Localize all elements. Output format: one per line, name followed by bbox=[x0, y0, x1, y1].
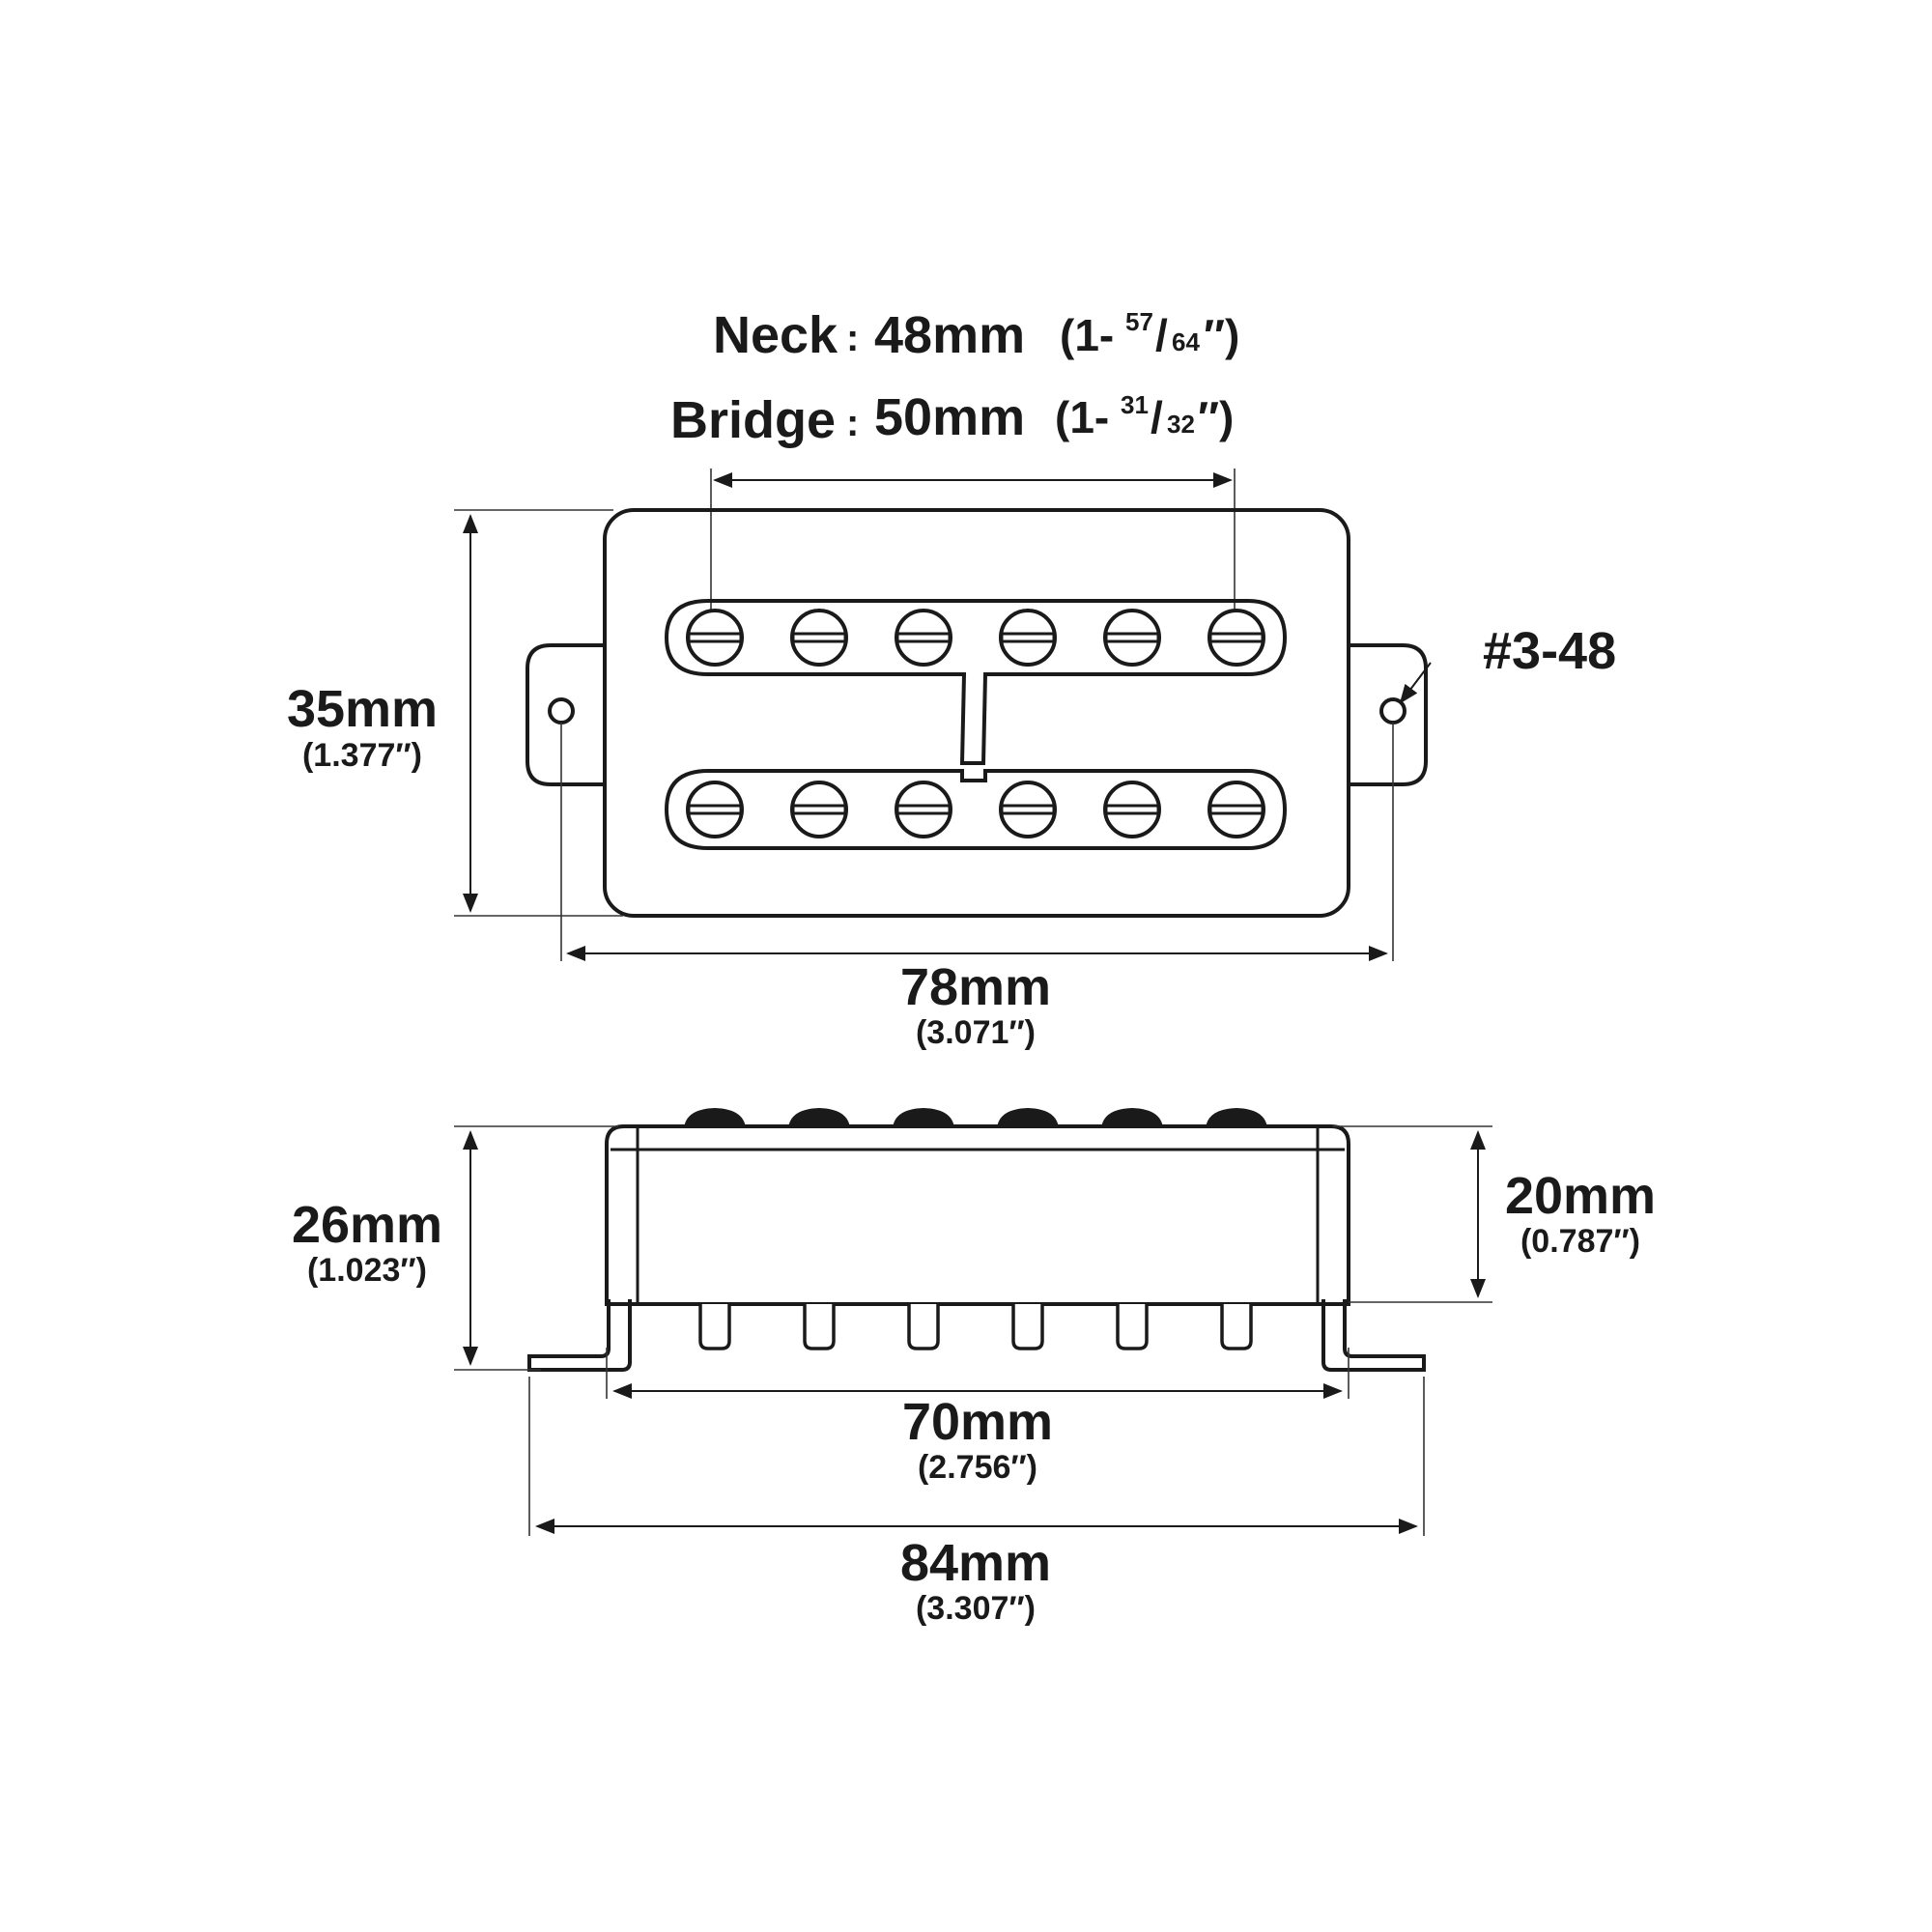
pole-screws bbox=[686, 609, 1265, 838]
pole-screw-tails bbox=[698, 1304, 1253, 1350]
side-body-length-in: (2.756″) bbox=[918, 1449, 1037, 1486]
screw-size-callout: #3-48 bbox=[1399, 622, 1616, 704]
top-height-dimension: 35mm (1.377″) bbox=[287, 509, 623, 917]
pickup-cover-side bbox=[605, 1124, 1350, 1306]
bridge-in-numerator: 31 bbox=[1121, 390, 1149, 419]
side-total-length-in: (3.307″) bbox=[916, 1590, 1036, 1627]
pole-screw-icon bbox=[1208, 609, 1265, 667]
pole-screw-head-icon bbox=[1101, 1108, 1163, 1128]
pole-spacing-dimension bbox=[710, 469, 1236, 618]
mounting-foot-left bbox=[527, 1299, 632, 1372]
pole-screw-icon bbox=[790, 609, 848, 667]
side-total-height-in: (1.023″) bbox=[307, 1252, 427, 1289]
side-total-height-dimension: 26mm (1.023″) bbox=[292, 1125, 618, 1371]
mounting-foot-right bbox=[1321, 1299, 1426, 1372]
neck-in-slash: / bbox=[1155, 310, 1168, 360]
pole-screw-tail-icon bbox=[803, 1304, 836, 1350]
neck-in-open: (1- bbox=[1060, 310, 1114, 360]
pole-screw-head-icon bbox=[684, 1108, 746, 1128]
pickup-top-view bbox=[526, 508, 1428, 918]
bridge-in-close: ″) bbox=[1198, 392, 1234, 442]
side-total-length-mm: 84mm bbox=[900, 1534, 1051, 1592]
pole-screw-icon bbox=[1103, 781, 1161, 838]
pole-screw-icon bbox=[895, 609, 952, 667]
mounting-ear-left bbox=[526, 643, 607, 786]
neck-in-numerator: 57 bbox=[1125, 307, 1153, 336]
top-height-mm: 35mm bbox=[287, 680, 438, 738]
side-body-height-in: (0.787″) bbox=[1520, 1223, 1640, 1260]
mounting-ear-right bbox=[1347, 643, 1428, 786]
bridge-separator: : bbox=[846, 402, 859, 444]
pole-screw-icon bbox=[895, 781, 952, 838]
side-body-length-dimension: 70mm (2.756″) bbox=[606, 1348, 1350, 1486]
bridge-label: Bridge bbox=[670, 391, 836, 449]
neck-mm: 48mm bbox=[874, 306, 1025, 364]
screw-size-label: #3-48 bbox=[1483, 622, 1616, 680]
pole-screw-heads bbox=[684, 1108, 1267, 1128]
pole-screw-icon bbox=[1208, 781, 1265, 838]
neck-separator: : bbox=[846, 317, 859, 359]
pole-screw-tail-icon bbox=[698, 1304, 731, 1350]
pole-screw-icon bbox=[1103, 609, 1161, 667]
mounting-hole-right bbox=[1379, 697, 1406, 724]
top-width-in: (3.071″) bbox=[916, 1014, 1036, 1051]
side-body-length-mm: 70mm bbox=[902, 1393, 1053, 1451]
lower-coil-outline bbox=[664, 769, 1288, 850]
pole-screw-head-icon bbox=[1206, 1108, 1267, 1128]
pole-screw-icon bbox=[686, 609, 744, 667]
top-width-mm: 78mm bbox=[900, 958, 1051, 1016]
pole-screw-tail-icon bbox=[907, 1304, 940, 1350]
side-body-height-dimension: 20mm (0.787″) bbox=[1333, 1125, 1656, 1303]
upper-coil-outline bbox=[664, 599, 1288, 765]
pole-screw-head-icon bbox=[788, 1108, 850, 1128]
pickup-cover bbox=[603, 508, 1350, 918]
neck-in-close: ″) bbox=[1204, 310, 1239, 360]
pole-spacing-label: Neck : 48mm (1- 57 / 64 ″) Bridge : 50mm… bbox=[670, 306, 1239, 449]
pickup-side-view bbox=[527, 1108, 1426, 1372]
bridge-in-open: (1- bbox=[1055, 392, 1109, 442]
bridge-mm: 50mm bbox=[874, 388, 1025, 446]
top-height-in: (1.377″) bbox=[302, 737, 422, 774]
neck-in-denominator: 64 bbox=[1172, 327, 1200, 356]
pole-screw-icon bbox=[686, 781, 744, 838]
side-total-length-dimension: 84mm (3.307″) bbox=[528, 1377, 1425, 1627]
pole-screw-icon bbox=[999, 609, 1057, 667]
pole-screw-icon bbox=[790, 781, 848, 838]
pole-screw-tail-icon bbox=[1011, 1304, 1044, 1350]
pole-screw-icon bbox=[999, 781, 1057, 838]
top-width-dimension: 78mm (3.071″) bbox=[560, 723, 1394, 1051]
bridge-in-denominator: 32 bbox=[1167, 410, 1195, 439]
side-body-height-mm: 20mm bbox=[1505, 1167, 1656, 1225]
pole-screw-head-icon bbox=[893, 1108, 954, 1128]
pole-screw-head-icon bbox=[997, 1108, 1059, 1128]
pole-screw-tail-icon bbox=[1116, 1304, 1149, 1350]
pole-screw-tail-icon bbox=[1220, 1304, 1253, 1350]
side-total-height-mm: 26mm bbox=[292, 1196, 442, 1254]
neck-label: Neck bbox=[713, 306, 838, 364]
mounting-hole-left bbox=[548, 697, 575, 724]
bridge-in-slash: / bbox=[1151, 392, 1163, 442]
